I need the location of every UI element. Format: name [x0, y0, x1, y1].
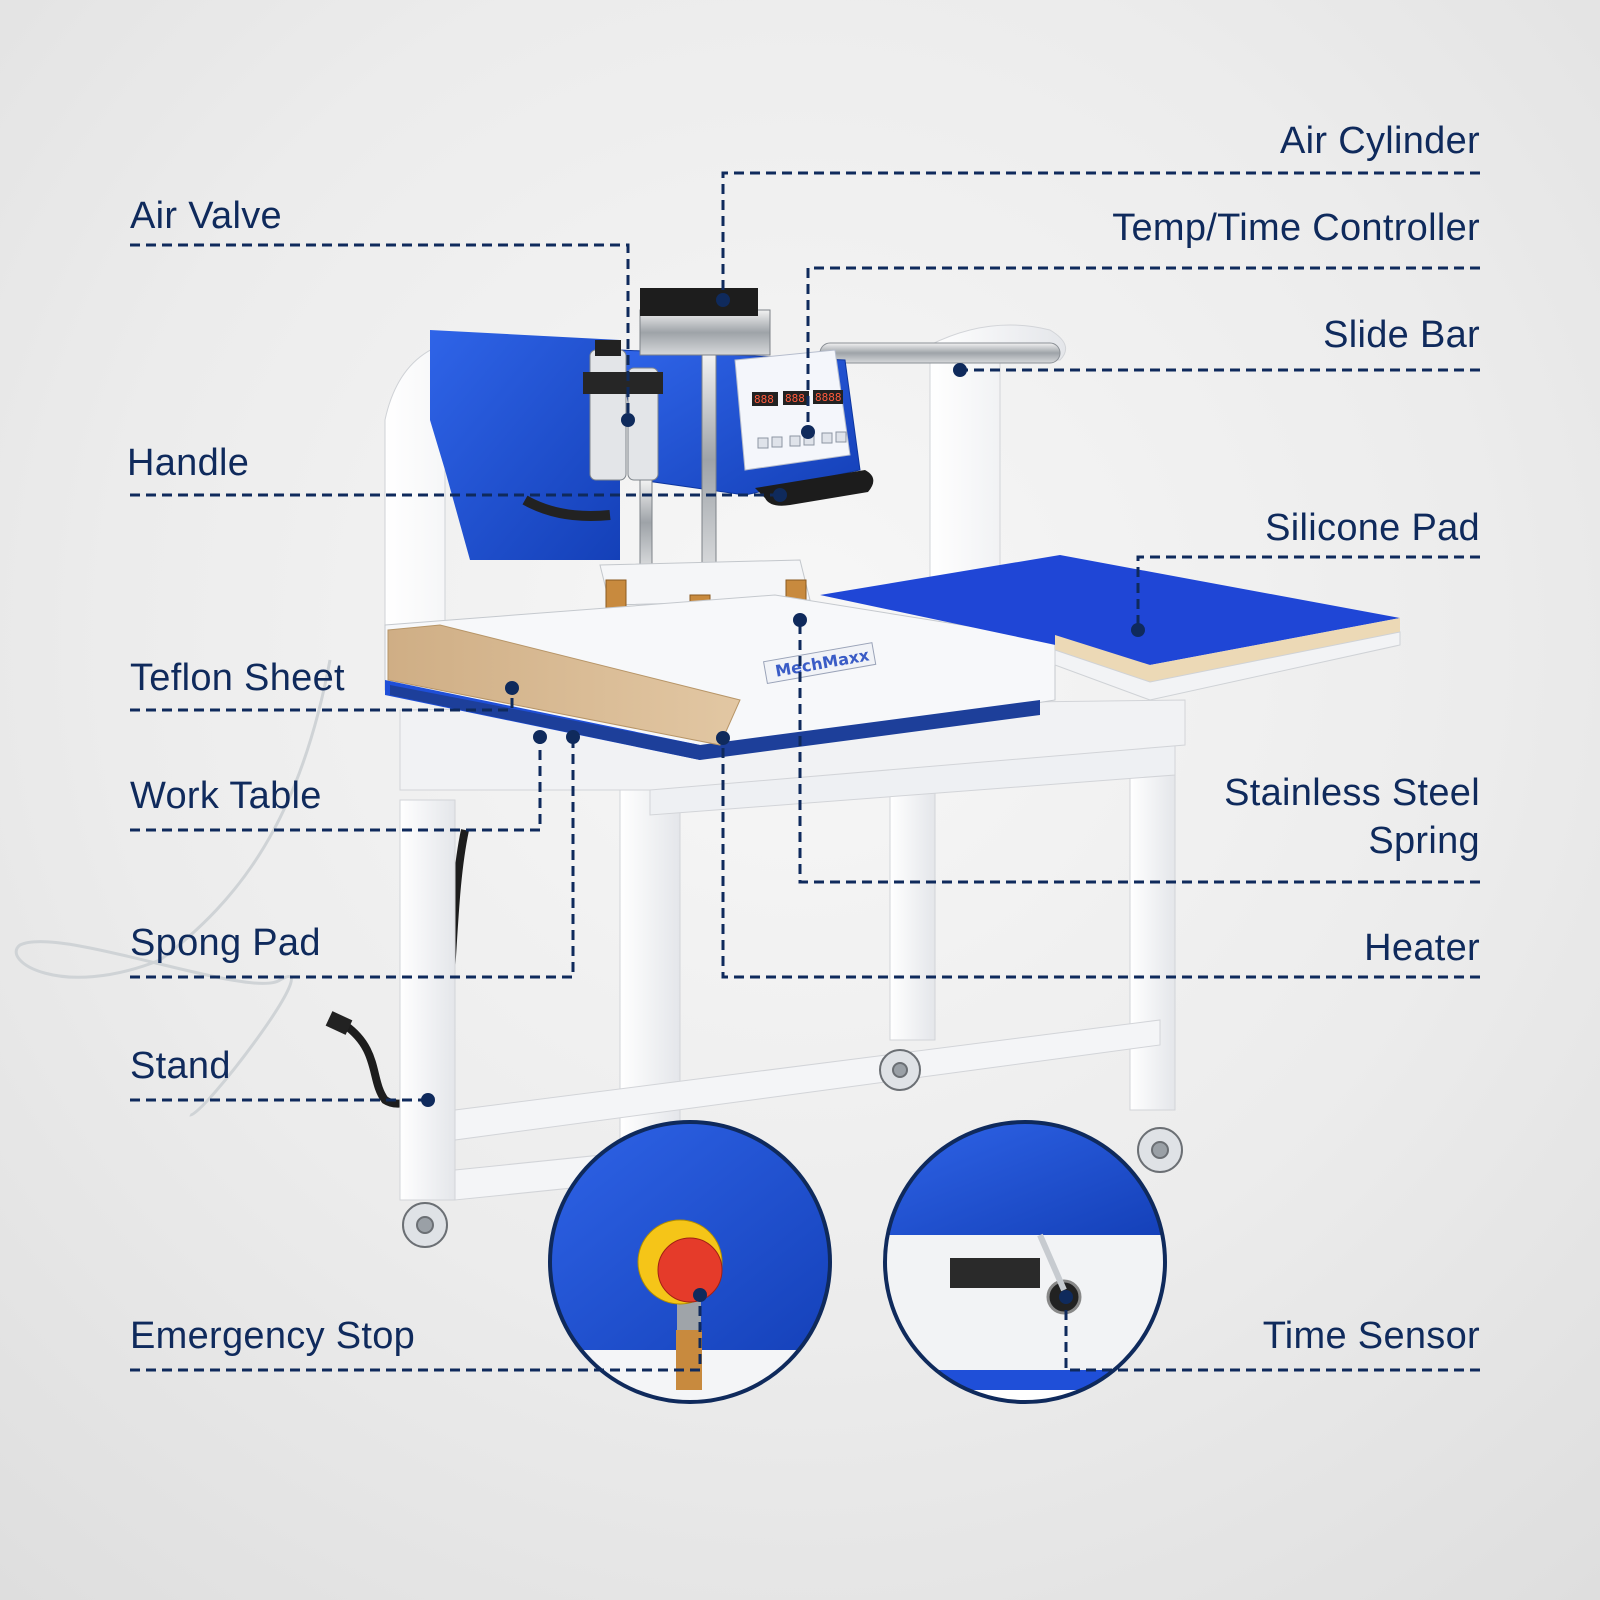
temp-time-controller: 888 888 8888: [734, 349, 851, 471]
right-support: [929, 324, 1067, 581]
label-stainless-steel-spring-line2: Spring: [1368, 820, 1480, 862]
callout-lines: [130, 171, 1480, 1372]
label-air-cylinder: Air Cylinder: [1280, 120, 1480, 162]
label-air-valve: Air Valve: [130, 195, 282, 237]
label-heater: Heater: [1364, 927, 1480, 969]
display-time: 888: [785, 392, 805, 405]
air-hose: [522, 495, 611, 521]
display-temp: 888: [754, 393, 774, 406]
power-cable: [14, 659, 332, 1117]
label-handle: Handle: [127, 442, 250, 484]
silicone-pad-base: [1055, 618, 1400, 682]
work-table-board: [390, 685, 1040, 760]
teflon-sheet: [387, 624, 741, 746]
label-spong-pad: Spong Pad: [130, 922, 321, 964]
press-blue-body: [430, 330, 620, 560]
label-time-sensor: Time Sensor: [1262, 1315, 1480, 1357]
label-teflon-sheet: Teflon Sheet: [130, 657, 345, 699]
label-silicone-pad: Silicone Pad: [1265, 507, 1480, 549]
label-stainless-steel-spring-line1: Stainless Steel: [1224, 772, 1480, 814]
label-emergency-stop: Emergency Stop: [130, 1315, 416, 1357]
power-plug: [325, 1011, 353, 1035]
inset-time-sensor: [883, 1120, 1167, 1404]
label-slide-bar: Slide Bar: [1323, 314, 1480, 356]
label-work-table: Work Table: [130, 775, 322, 817]
callout-dots: [421, 293, 1145, 1304]
label-stand: Stand: [130, 1045, 231, 1087]
slide-bar: [819, 342, 1061, 364]
air-cylinder: [639, 288, 771, 566]
display-count: 8888: [815, 391, 842, 404]
stand-frame: [399, 699, 1186, 1201]
air-valve: [583, 340, 663, 481]
label-temp-time-controller: Temp/Time Controller: [1112, 207, 1480, 249]
silicone-pad: [820, 555, 1400, 665]
